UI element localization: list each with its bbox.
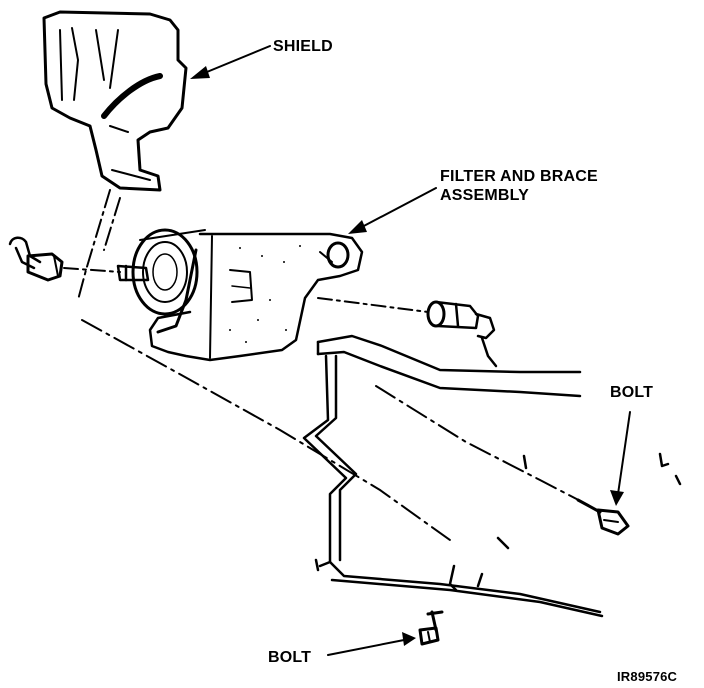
filter-and-brace-label: FILTER AND BRACE ASSEMBLY <box>440 167 598 205</box>
bottom-bolt-leader-arrow <box>327 632 416 656</box>
shield <box>42 10 188 192</box>
bottom-bolt <box>418 610 444 646</box>
shield-leader-arrow <box>190 45 271 79</box>
left-hose-connector <box>8 236 64 282</box>
bolt-bottom-label: BOLT <box>268 649 312 666</box>
long-alignment-line <box>81 319 591 541</box>
bolt-right-label: BOLT <box>610 384 654 401</box>
mounting-holes <box>448 452 682 592</box>
right-connection-line <box>317 297 429 313</box>
mounting-bracket <box>302 334 604 618</box>
filter-leader-arrow <box>348 187 437 234</box>
filter-label-line1: FILTER AND BRACE <box>440 168 598 185</box>
filter-label-line2: ASSEMBLY <box>440 187 530 204</box>
right-hose-connector <box>426 300 498 368</box>
hose-fitting <box>116 264 150 282</box>
shield-alignment-line <box>77 189 121 301</box>
right-bolt <box>576 498 630 536</box>
shield-label: SHIELD <box>273 38 333 55</box>
left-connection-line <box>63 267 121 273</box>
figure-code: IR89576C <box>617 669 678 684</box>
right-bolt-leader-arrow <box>610 411 631 506</box>
filter-and-brace-assembly <box>131 228 364 362</box>
